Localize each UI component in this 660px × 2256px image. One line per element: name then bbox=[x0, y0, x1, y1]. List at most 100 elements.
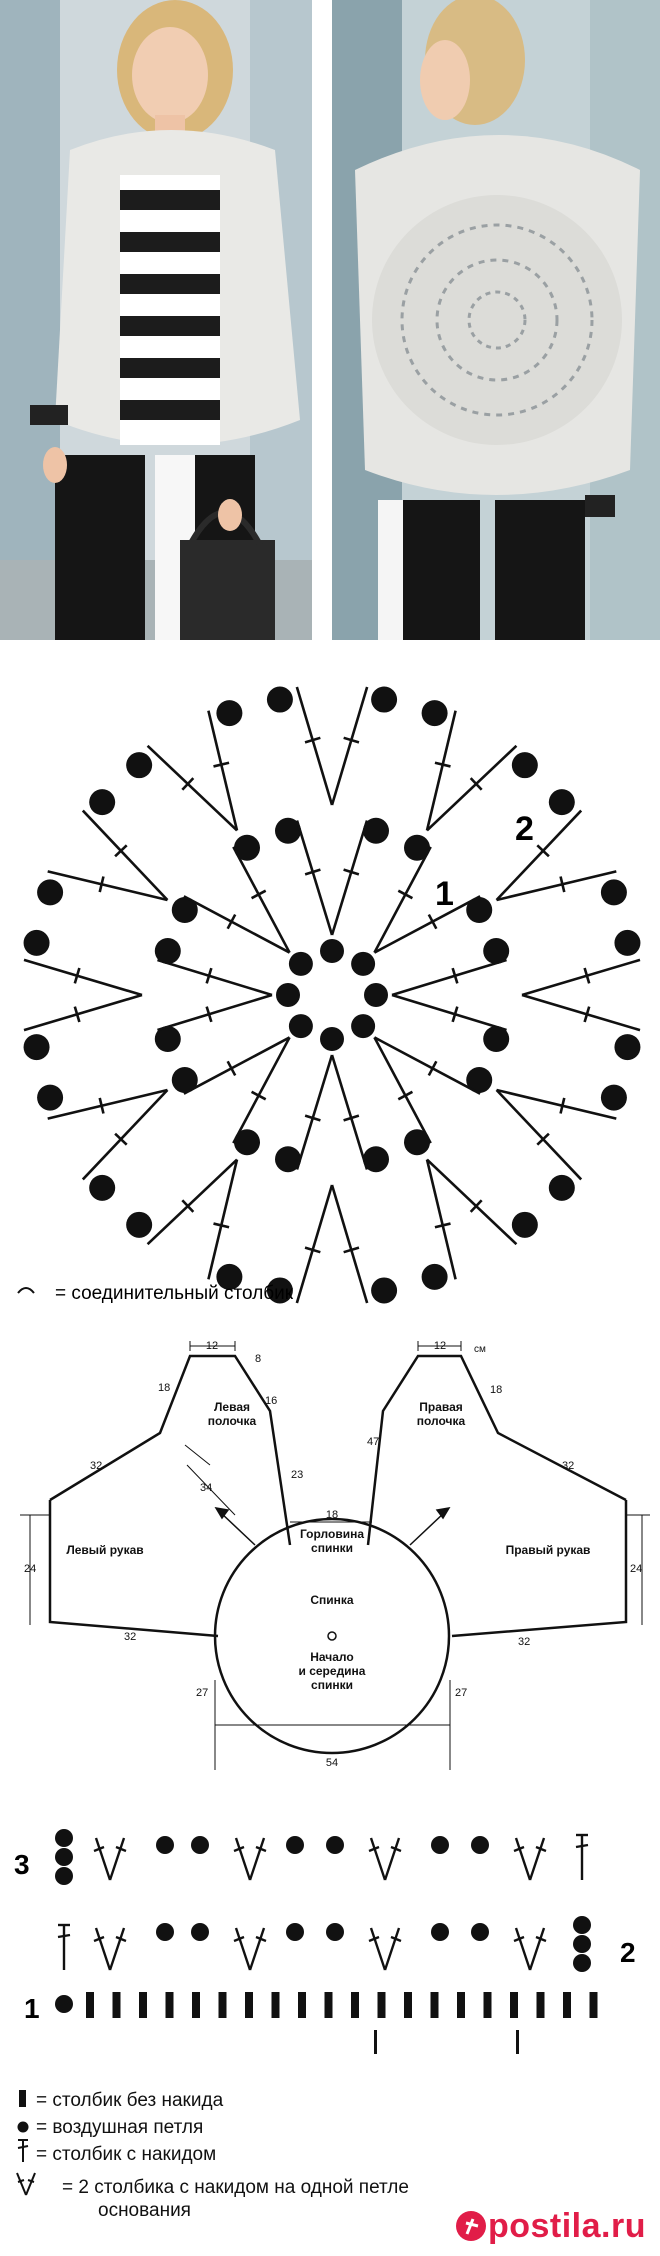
v-stitch bbox=[295, 686, 369, 806]
dim-diameter: 54 bbox=[326, 1757, 338, 1769]
slip-stitch-icon bbox=[17, 1287, 35, 1294]
motif-label-row1: 1 bbox=[435, 875, 454, 913]
v-stitch bbox=[146, 1158, 239, 1280]
back-circle bbox=[213, 1517, 451, 1755]
photo-front-view bbox=[0, 0, 312, 640]
sc-stitch bbox=[536, 1992, 545, 2018]
dc-stitch bbox=[57, 1923, 71, 1970]
v-stitch bbox=[93, 1927, 127, 1971]
dim-lf-left: 18 bbox=[158, 1382, 170, 1394]
dc-icon bbox=[17, 2139, 29, 2162]
v-stitch bbox=[368, 1837, 402, 1881]
sc-stitch bbox=[139, 1992, 147, 2018]
dim-lf-top-right: 8 bbox=[255, 1353, 261, 1365]
pin-icon bbox=[455, 2211, 486, 2241]
label-right-front-1: Правая bbox=[419, 1400, 463, 1414]
dc-stitch bbox=[575, 1833, 589, 1880]
legend-sc: = столбик без накида bbox=[36, 2090, 224, 2111]
v-stitch bbox=[157, 958, 273, 1032]
dim-neck: 18 bbox=[326, 1509, 338, 1521]
chain-stitch bbox=[573, 1916, 591, 1934]
sc-stitch bbox=[192, 1992, 200, 2018]
watermark: postila.ru bbox=[454, 2206, 646, 2246]
chain-stitch bbox=[171, 1067, 198, 1093]
chain-stitch bbox=[234, 1129, 260, 1156]
chain-stitch bbox=[89, 1174, 116, 1201]
chain-stitch bbox=[216, 1263, 243, 1290]
chain-stitch bbox=[89, 789, 116, 816]
v-stitch-icon bbox=[16, 2172, 36, 2196]
label-start-1: Начало bbox=[310, 1650, 353, 1664]
chain-stitch bbox=[483, 938, 510, 965]
v-stitch bbox=[233, 1927, 267, 1971]
chain-stitch bbox=[614, 929, 641, 956]
v-stitch bbox=[295, 1054, 369, 1170]
dim-lf-right: 16 bbox=[265, 1395, 277, 1407]
label-right-sleeve: Правый рукав bbox=[506, 1543, 591, 1557]
v-stitch bbox=[368, 1927, 402, 1971]
chain-stitch bbox=[275, 1146, 302, 1173]
schematic-dimension-lines bbox=[20, 1341, 650, 1770]
dim-rf-left: 47 bbox=[367, 1436, 379, 1448]
dim-lf-top: 12 bbox=[206, 1340, 218, 1352]
v-stitch bbox=[23, 958, 143, 1032]
chain-stitch bbox=[371, 1277, 398, 1304]
chain-stitch bbox=[421, 700, 448, 727]
dim-lf-inner: 23 bbox=[291, 1469, 303, 1481]
chain-stitch bbox=[351, 1014, 376, 1039]
v-stitch bbox=[373, 1036, 481, 1144]
v-stitch bbox=[521, 958, 641, 1032]
label-start-3: спинки bbox=[311, 1678, 353, 1692]
label-neck-1: Горловина bbox=[300, 1527, 364, 1541]
label-neck-2: спинки bbox=[311, 1541, 353, 1555]
dim-rs-right: 24 bbox=[630, 1563, 642, 1575]
sc-stitch bbox=[563, 1992, 571, 2018]
dim-rs-bottom: 32 bbox=[518, 1636, 530, 1648]
dim-ls-top: 32 bbox=[90, 1460, 102, 1472]
chain-stitch bbox=[466, 897, 493, 923]
chain-stitch bbox=[55, 1848, 73, 1866]
chain-stitch bbox=[320, 1027, 344, 1051]
chain-stitch bbox=[171, 897, 198, 923]
sc-stitch bbox=[589, 1992, 598, 2018]
label-back: Спинка bbox=[310, 1593, 354, 1607]
sc-stitch bbox=[377, 1992, 386, 2018]
v-stitch bbox=[295, 1184, 369, 1304]
chain-stitch bbox=[600, 1084, 627, 1111]
v-stitch bbox=[146, 710, 239, 832]
chain-stitch bbox=[600, 879, 627, 906]
sc-stitch bbox=[404, 1992, 412, 2018]
chain-stitch bbox=[191, 1923, 209, 1941]
chain-stitch bbox=[351, 951, 376, 976]
chain-stitch bbox=[266, 1277, 293, 1304]
row-label-2: 2 bbox=[620, 1937, 636, 1968]
dim-ls-left: 24 bbox=[24, 1563, 36, 1575]
chain-stitch bbox=[275, 817, 302, 844]
dim-rf-cm: см bbox=[474, 1344, 486, 1355]
photos-svg bbox=[0, 0, 660, 640]
label-left-sleeve: Левый рукав bbox=[66, 1543, 143, 1557]
chain-stitch bbox=[156, 1836, 174, 1854]
chain-stitch bbox=[573, 1954, 591, 1972]
v-stitch bbox=[183, 1036, 291, 1144]
row-label-3: 3 bbox=[14, 1849, 30, 1880]
v-stitch bbox=[47, 1088, 169, 1181]
legend-ch: = воздушная петля bbox=[36, 2117, 203, 2138]
center-mark bbox=[327, 1631, 337, 1641]
sc-stitch bbox=[112, 1992, 121, 2018]
chain-stitch bbox=[483, 1025, 510, 1052]
right-front-outline bbox=[366, 1354, 627, 1546]
v-stitch bbox=[513, 1837, 547, 1881]
stitch-pattern-chart bbox=[55, 1829, 598, 2054]
chain-stitch bbox=[154, 938, 181, 965]
chain-stitch bbox=[55, 1995, 73, 2013]
chain-stitch bbox=[421, 1263, 448, 1290]
chain-stitch bbox=[126, 1211, 153, 1238]
chain-stitch bbox=[404, 834, 430, 861]
chain-stitch bbox=[276, 983, 300, 1007]
dim-ls-bottom: 32 bbox=[124, 1631, 136, 1643]
sc-stitch bbox=[430, 1992, 439, 2018]
chain-stitch bbox=[326, 1923, 344, 1941]
sc-icon bbox=[19, 2090, 26, 2107]
v-stitch bbox=[391, 958, 507, 1032]
